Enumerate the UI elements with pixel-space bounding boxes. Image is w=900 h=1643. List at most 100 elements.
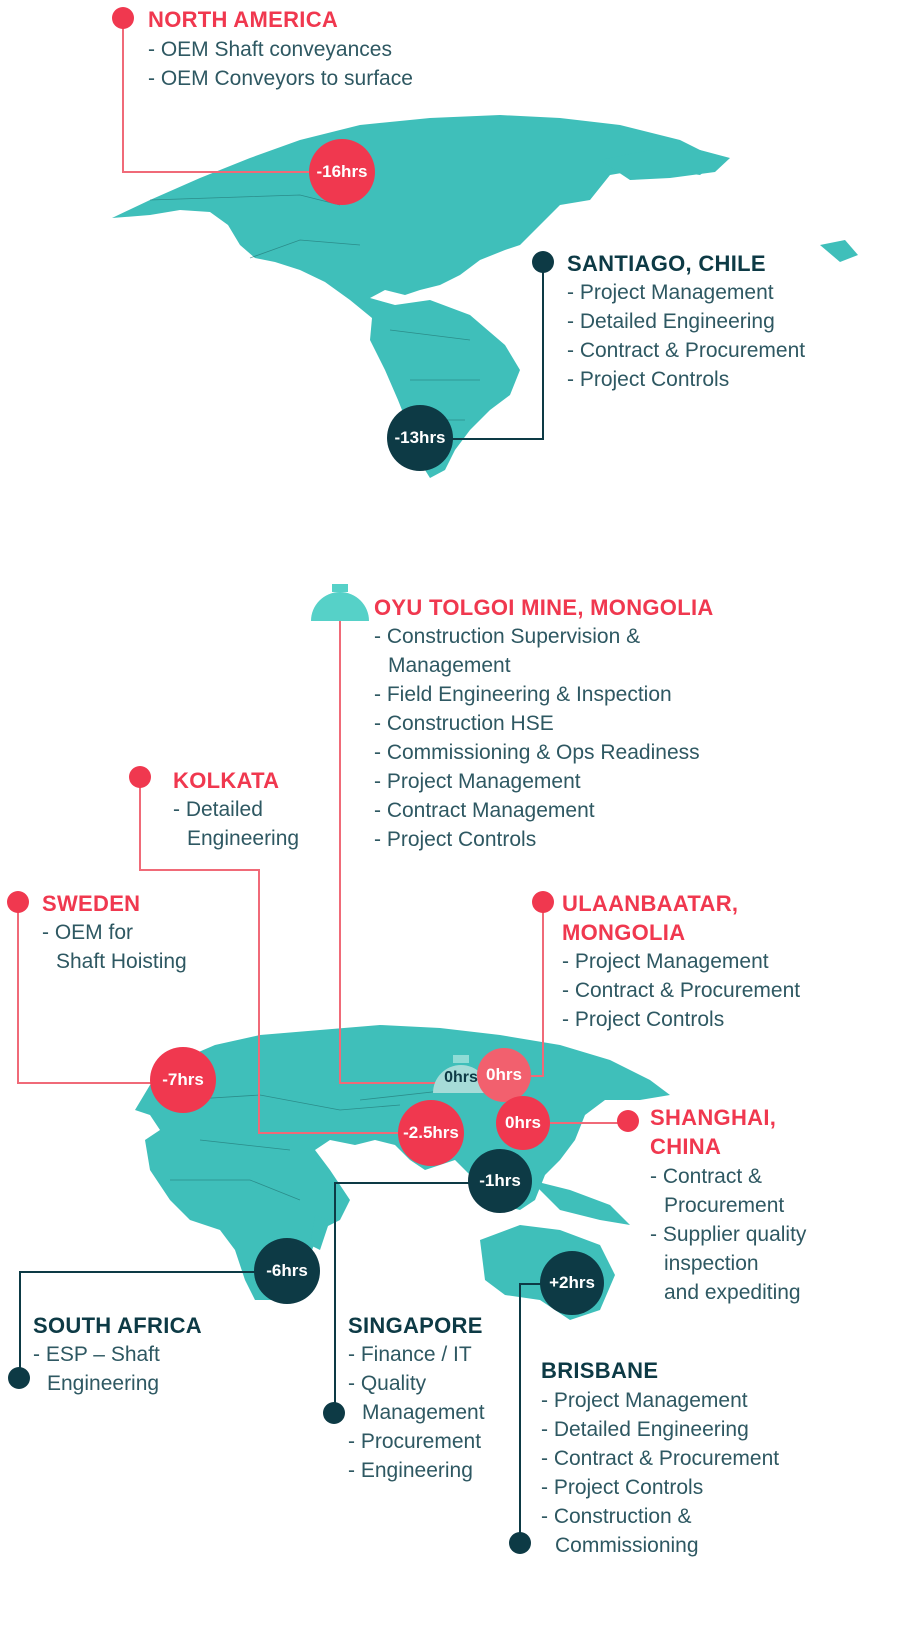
south-africa-services: - ESP – Shaft Engineering xyxy=(33,1340,160,1398)
service-item: - Construction HSE xyxy=(374,712,554,735)
service-item: - Project Management xyxy=(562,950,769,973)
service-item: Procurement xyxy=(664,1194,785,1217)
brisbane-services: - Project Management - Detailed Engineer… xyxy=(541,1386,779,1560)
service-item: Engineering xyxy=(187,827,300,850)
singapore-connector xyxy=(334,1182,336,1412)
service-item: Management xyxy=(362,1401,485,1424)
ulaanbaatar-connector xyxy=(525,1075,544,1077)
singapore-marker xyxy=(323,1402,345,1424)
shanghai-marker xyxy=(617,1110,639,1132)
shanghai-time-offset: 0hrs xyxy=(496,1096,550,1150)
service-item: - Project Controls xyxy=(562,1008,725,1031)
sweden-connector xyxy=(17,1082,154,1084)
service-item: - Detailed Engineering xyxy=(567,310,775,333)
service-item: Engineering xyxy=(47,1372,160,1395)
santiago-services: - Project Management - Detailed Engineer… xyxy=(567,278,805,394)
oyu-tolgoi-title: OYU TOLGOI MINE, MONGOLIA xyxy=(374,595,714,620)
oyu-tolgoi-connector xyxy=(339,1082,449,1084)
oyu-tolgoi-services: - Construction Supervision & Management … xyxy=(374,622,700,854)
south-africa-marker xyxy=(8,1367,30,1389)
shanghai-connector xyxy=(545,1122,630,1124)
service-item: - Contract & xyxy=(650,1165,763,1188)
service-item: - OEM Shaft conveyances xyxy=(148,38,392,61)
service-item: Shaft Hoisting xyxy=(56,950,187,973)
brisbane-time-offset: +2hrs xyxy=(540,1251,604,1315)
shanghai-services: - Contract & Procurement - Supplier qual… xyxy=(650,1162,806,1307)
north-america-title: NORTH AMERICA xyxy=(148,7,339,32)
brisbane-connector xyxy=(519,1283,544,1285)
service-item: - Engineering xyxy=(348,1459,473,1482)
service-item: - Quality xyxy=(348,1372,427,1395)
sweden-time-offset: -7hrs xyxy=(150,1047,216,1113)
service-item: - Project Controls xyxy=(541,1476,704,1499)
brisbane-connector xyxy=(519,1283,521,1543)
service-item: - Contract Management xyxy=(374,799,595,822)
ulaanbaatar-services: - Project Management - Contract & Procur… xyxy=(562,947,800,1034)
ulaanbaatar-marker xyxy=(532,891,554,913)
service-item: inspection xyxy=(664,1252,759,1275)
service-item: - Detailed xyxy=(173,798,263,821)
sweden-title: SWEDEN xyxy=(42,891,141,916)
service-item: - Commissioning & Ops Readiness xyxy=(374,741,700,764)
service-item: - Construction & xyxy=(541,1505,692,1528)
service-item: - Contract & Procurement xyxy=(567,339,806,362)
service-item: - Construction Supervision & xyxy=(374,625,641,648)
service-item: - OEM Conveyors to surface xyxy=(148,67,413,90)
service-item: - Contract & Procurement xyxy=(562,979,801,1002)
mine-dome-icon xyxy=(311,584,369,621)
santiago-connector xyxy=(542,262,544,440)
kolkata-marker xyxy=(129,766,151,788)
north-america-services: - OEM Shaft conveyances - OEM Conveyors … xyxy=(148,35,413,93)
service-item: - Project Management xyxy=(567,281,774,304)
service-item: - Contract & Procurement xyxy=(541,1447,780,1470)
kolkata-title: KOLKATA xyxy=(173,768,280,793)
santiago-connector xyxy=(440,438,544,440)
brisbane-title: BRISBANE xyxy=(541,1358,659,1383)
ulaanbaatar-connector xyxy=(542,902,544,1077)
north-america-connector xyxy=(122,18,124,173)
brisbane-marker xyxy=(509,1532,531,1554)
service-item: - ESP – Shaft xyxy=(33,1343,160,1366)
north-america-time-offset: -16hrs xyxy=(309,139,375,205)
service-item: - Project Management xyxy=(374,770,581,793)
singapore-services: - Finance / IT - Quality Management - Pr… xyxy=(348,1340,485,1485)
singapore-time-offset: -1hrs xyxy=(468,1149,532,1213)
ulaanbaatar-time-offset: 0hrs xyxy=(477,1048,531,1102)
south-africa-time-offset: -6hrs xyxy=(254,1238,320,1304)
kolkata-services: - Detailed Engineering xyxy=(173,795,299,853)
south-africa-connector xyxy=(19,1271,21,1377)
singapore-connector xyxy=(334,1182,474,1184)
kolkata-time-offset: -2.5hrs xyxy=(398,1100,464,1166)
oyu-tolgoi-connector xyxy=(339,610,341,1084)
mine-dome-icon xyxy=(453,1055,469,1063)
kolkata-connector xyxy=(139,778,141,871)
service-item: Commissioning xyxy=(555,1534,699,1557)
santiago-time-offset: -13hrs xyxy=(387,405,453,471)
service-item: Management xyxy=(388,654,511,677)
service-item: - Procurement xyxy=(348,1430,482,1453)
santiago-title: SANTIAGO, CHILE xyxy=(567,251,766,276)
north-america-connector xyxy=(122,171,312,173)
santiago-marker xyxy=(532,251,554,273)
kolkata-connector xyxy=(139,869,260,871)
kolkata-connector xyxy=(258,869,260,1134)
service-item: - Supplier quality xyxy=(650,1223,807,1246)
service-item: - Detailed Engineering xyxy=(541,1418,749,1441)
north-america-marker xyxy=(112,7,134,29)
service-item: - Project Controls xyxy=(374,828,537,851)
sweden-connector xyxy=(17,902,19,1084)
service-item: and expediting xyxy=(664,1281,801,1304)
singapore-title: SINGAPORE xyxy=(348,1313,483,1338)
service-item: - Project Management xyxy=(541,1389,748,1412)
service-item: - Field Engineering & Inspection xyxy=(374,683,672,706)
south-africa-title: SOUTH AFRICA xyxy=(33,1313,202,1338)
ulaanbaatar-title: ULAANBAATAR, MONGOLIA xyxy=(562,891,739,945)
service-item: - Project Controls xyxy=(567,368,730,391)
service-item: - OEM for xyxy=(42,921,134,944)
sweden-marker xyxy=(7,891,29,913)
shanghai-title: SHANGHAI, CHINA xyxy=(650,1105,777,1159)
kolkata-connector xyxy=(258,1132,403,1134)
service-item: - Finance / IT xyxy=(348,1343,472,1366)
south-africa-connector xyxy=(19,1271,259,1273)
